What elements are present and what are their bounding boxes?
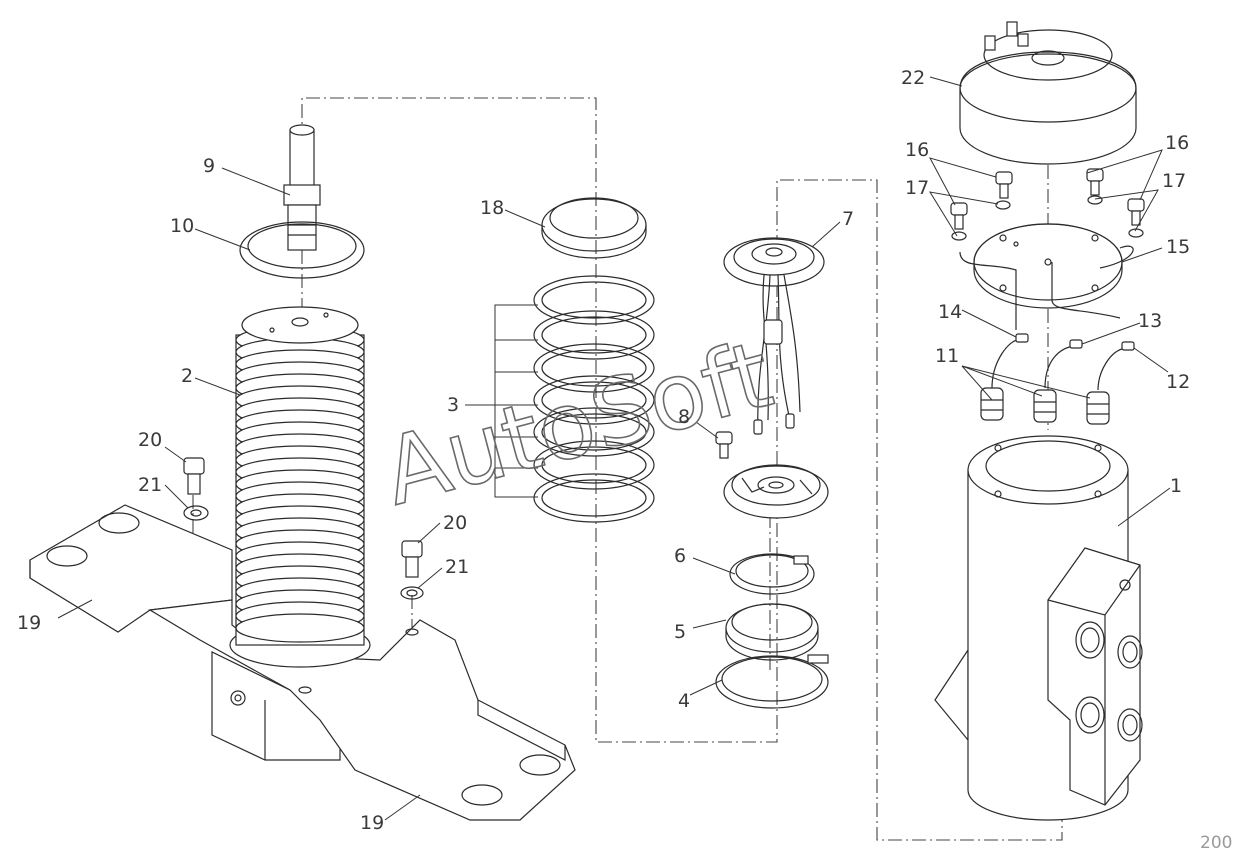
part-2-bellows-column	[229, 306, 371, 668]
label-part-14: 14	[938, 301, 962, 323]
label-part-2: 2	[181, 365, 193, 387]
label-part-19-bottom: 19	[360, 812, 384, 834]
part-20-bolt-left	[183, 457, 205, 495]
label-part-12: 12	[1166, 371, 1190, 393]
page-number: 200	[1200, 833, 1232, 853]
part-7-wired-disc	[723, 237, 825, 435]
part-13-terminal	[1069, 339, 1083, 349]
label-part-16-right: 16	[1165, 132, 1189, 154]
label-part-11: 11	[935, 345, 959, 367]
label-part-5: 5	[674, 621, 686, 643]
label-part-21-right: 21	[445, 556, 469, 578]
part-6-snap-ring	[729, 553, 815, 595]
part-20-bolt-right	[401, 540, 423, 578]
part-4-snap-ring	[715, 654, 829, 709]
label-part-9: 9	[203, 155, 215, 177]
label-part-22: 22	[901, 67, 925, 89]
lower-disc	[723, 464, 829, 519]
label-part-19-left: 19	[17, 612, 41, 634]
label-part-13: 13	[1138, 310, 1162, 332]
label-part-20-right: 20	[443, 512, 467, 534]
part-22-cap	[959, 21, 1137, 165]
label-part-16-left: 16	[905, 139, 929, 161]
part-11-connectors	[980, 339, 1127, 425]
part-16-screws	[995, 168, 1104, 199]
part-3-bracket-lines	[465, 304, 538, 498]
label-part-3: 3	[447, 394, 459, 416]
label-part-18: 18	[480, 197, 504, 219]
label-part-21-left: 21	[138, 474, 162, 496]
label-part-10: 10	[170, 215, 194, 237]
part-12-terminal	[1121, 341, 1135, 351]
part-17-screws-washers	[950, 195, 1145, 241]
watermark-text: AutoSoft	[373, 321, 782, 527]
label-part-7: 7	[842, 208, 854, 230]
part-9-shaft	[283, 124, 321, 251]
part-15-plate	[959, 223, 1134, 330]
part-8-screw	[715, 431, 733, 459]
label-part-17-right: 17	[1162, 170, 1186, 192]
part-1-housing	[934, 435, 1143, 821]
part-10-ring	[239, 221, 365, 279]
part-21-washer-left	[183, 505, 209, 521]
leader-lines	[57, 76, 1171, 821]
label-part-20-left: 20	[138, 429, 162, 451]
label-part-8: 8	[678, 406, 690, 428]
label-part-6: 6	[674, 545, 686, 567]
part-3-ring-stack	[533, 275, 655, 523]
label-part-15: 15	[1166, 236, 1190, 258]
part-21-washer-right	[400, 586, 424, 600]
label-part-4: 4	[678, 690, 690, 712]
part-labels: 9 10 2 20 21 19 20 21 19 18 3 7 8 6 5 4 …	[17, 67, 1190, 834]
part-18-ring	[541, 197, 647, 259]
label-part-1: 1	[1170, 475, 1182, 497]
part-14-terminal	[1015, 333, 1029, 343]
part-5-ring	[725, 603, 819, 661]
label-part-17-left: 17	[905, 177, 929, 199]
